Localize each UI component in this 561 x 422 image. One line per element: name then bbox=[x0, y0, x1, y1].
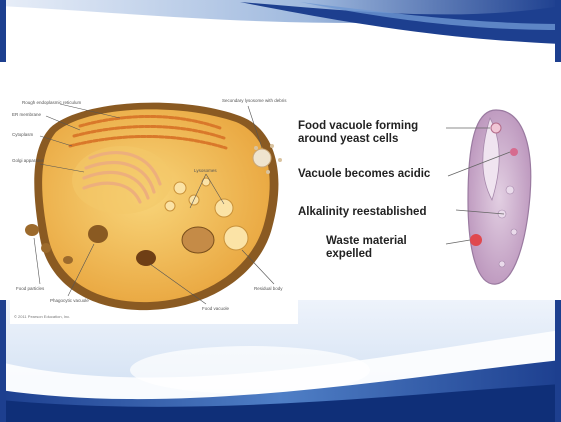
phagocytic-vacuole bbox=[88, 225, 108, 243]
paramecium-diagram: Food vacuole forming around yeast cells … bbox=[296, 104, 540, 288]
food-particle-2 bbox=[41, 243, 51, 253]
label-alkalinity: Alkalinity reestablished bbox=[298, 206, 426, 218]
food-particle-1 bbox=[25, 224, 39, 236]
label-residual-body: Residual body bbox=[254, 286, 283, 291]
nucleus bbox=[72, 146, 172, 214]
waste-vacuole bbox=[470, 234, 482, 246]
label-lysosome-debris: Secondary lysosome with debris bbox=[222, 98, 287, 103]
label-golgi: Golgi apparatus bbox=[12, 158, 44, 163]
label-lysosomes: Lysosomes bbox=[194, 168, 217, 173]
label-waste-material: Waste material bbox=[326, 235, 407, 247]
label-around-yeast-cells: around yeast cells bbox=[298, 133, 398, 145]
label-food-vacuole: Food vacuole bbox=[202, 306, 229, 311]
label-cytoplasm: Cytoplasm bbox=[12, 132, 33, 137]
label-expelled: expelled bbox=[326, 248, 372, 260]
acidic-vacuole bbox=[510, 148, 518, 156]
food-particle-3 bbox=[63, 256, 73, 264]
paramecium-body bbox=[468, 110, 531, 284]
top-frame-swoosh bbox=[0, 0, 561, 62]
label-food-particles: Food particles bbox=[16, 286, 44, 291]
label-vacuole-acidic: Vacuole becomes acidic bbox=[298, 168, 430, 180]
label-rough-er: Rough endoplasmic reticulum bbox=[22, 100, 81, 105]
food-vacuole-dark bbox=[136, 250, 156, 266]
cell-digestion-diagram: Rough endoplasmic reticulum ER membrane … bbox=[10, 88, 298, 324]
forming-vacuole bbox=[491, 123, 501, 133]
copyright-text: © 2011 Pearson Education, Inc. bbox=[14, 314, 70, 319]
label-er-membrane: ER membrane bbox=[12, 112, 41, 117]
food-vacuole-large bbox=[182, 227, 214, 253]
label-phagocytic-vacuole: Phagocytic vacuole bbox=[50, 298, 89, 303]
label-food-vacuole-forming: Food vacuole forming bbox=[298, 120, 418, 132]
